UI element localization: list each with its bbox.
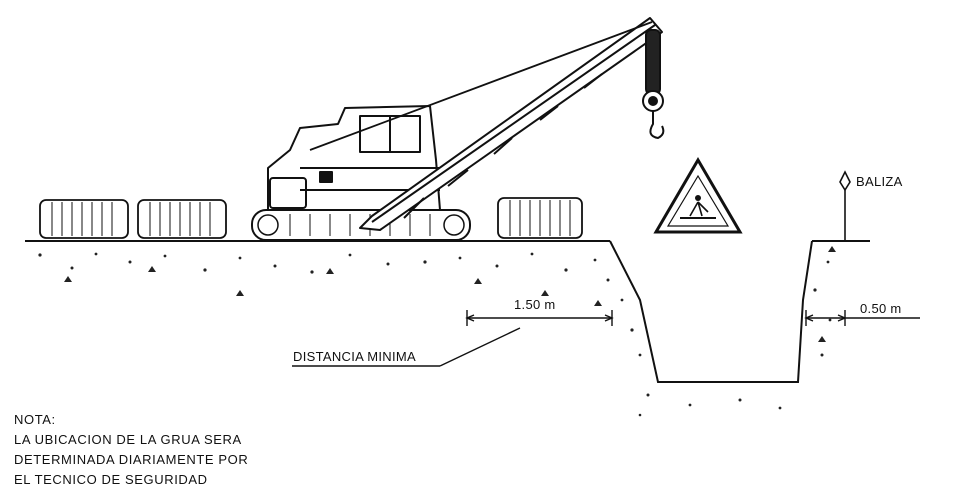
trench: [609, 240, 813, 383]
beacon-label: BALIZA: [856, 174, 903, 189]
dimension-minimum-distance: [465, 310, 614, 326]
distancia-minima-leader: [292, 327, 521, 367]
safety-note: NOTA: LA UBICACION DE LA GRUA SERA DETER…: [14, 412, 248, 487]
dimension-beacon-offset: [804, 310, 920, 326]
note-line: EL TECNICO DE SEGURIDAD: [14, 472, 208, 487]
dimension-main-label: 1.50 m: [514, 297, 556, 312]
warning-triangle-icon: [653, 157, 743, 234]
boom-cable: [309, 21, 653, 151]
pipe-bundle-lines: [51, 200, 571, 236]
crane-track: [251, 209, 471, 241]
crawler-crane: [251, 17, 665, 241]
note-line: DETERMINADA DIARIAMENTE POR: [14, 452, 248, 467]
distancia-minima-label: DISTANCIA MINIMA: [293, 349, 416, 364]
crane-hook-icon: [649, 111, 665, 139]
hoist-rope: [645, 29, 661, 95]
beacon-marker-icon: [839, 170, 851, 240]
note-heading: NOTA:: [14, 412, 56, 427]
note-line: LA UBICACION DE LA GRUA SERA: [14, 432, 242, 447]
soil-texture: [38, 246, 836, 417]
dimension-side-label: 0.50 m: [860, 301, 902, 316]
